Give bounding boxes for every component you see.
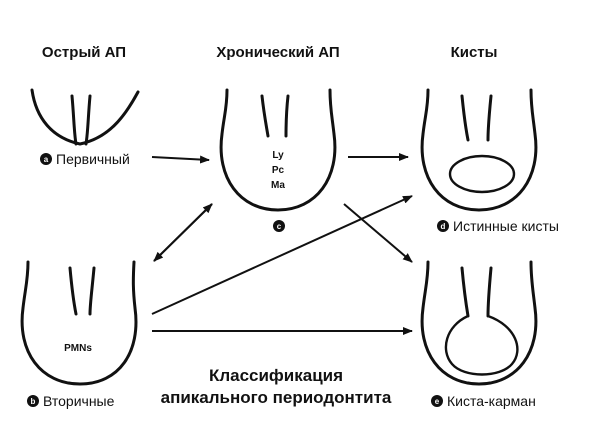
caption-secondary: Вторичные <box>43 393 115 409</box>
arrow-primary-to-chronic <box>151 155 210 164</box>
cell-lymphocytes: Ly <box>272 150 284 161</box>
cell-macrophages: Ma <box>271 180 285 191</box>
true-cyst-cavity <box>448 154 516 194</box>
label-chronic: c <box>273 220 285 232</box>
pocket-cyst-cavity <box>444 314 519 376</box>
letter-badge-e <box>431 395 443 407</box>
tooth-acute-primary <box>30 88 140 146</box>
caption-true-cyst: Истинные кисты <box>453 218 559 234</box>
label-primary: a Первичный <box>40 151 130 167</box>
label-secondary: b Вторичные <box>27 393 115 409</box>
letter-badge-d <box>437 220 449 232</box>
arrow-chronic-to-pocket-cyst <box>343 203 413 263</box>
caption-pocket-cyst: Киста-карман <box>447 393 536 409</box>
label-true-cyst: d Истинные кисты <box>437 218 559 234</box>
label-pocket-cyst: e Киста-карман <box>431 393 536 409</box>
tooth-pocket-cyst <box>420 260 538 386</box>
letter-a: a <box>44 155 49 164</box>
diagram-title-line1: Классификация <box>209 366 343 385</box>
caption-primary: Первичный <box>56 151 130 167</box>
letter-badge-a <box>40 153 52 165</box>
tooth-chronic <box>219 88 337 212</box>
letter-d: d <box>441 222 446 231</box>
diagram-title-line2: апикального периодонтита <box>161 388 392 407</box>
heading-chronic: Хронический АП <box>216 44 339 61</box>
arrow-secondary-to-chronic <box>153 203 213 262</box>
letter-badge-c <box>273 220 285 232</box>
letter-c: c <box>277 222 282 231</box>
tooth-true-cyst <box>420 88 538 212</box>
heading-cysts: Кисты <box>451 44 498 61</box>
tooth-secondary <box>20 260 138 386</box>
cell-plasma-cells: Pc <box>272 165 285 176</box>
heading-acute: Острый АП <box>42 44 126 61</box>
letter-b: b <box>31 397 36 406</box>
cell-pmns: PMNs <box>64 343 92 354</box>
arrow-secondary-to-true-cyst <box>151 195 413 315</box>
letter-badge-b <box>27 395 39 407</box>
letter-e: e <box>435 397 440 406</box>
